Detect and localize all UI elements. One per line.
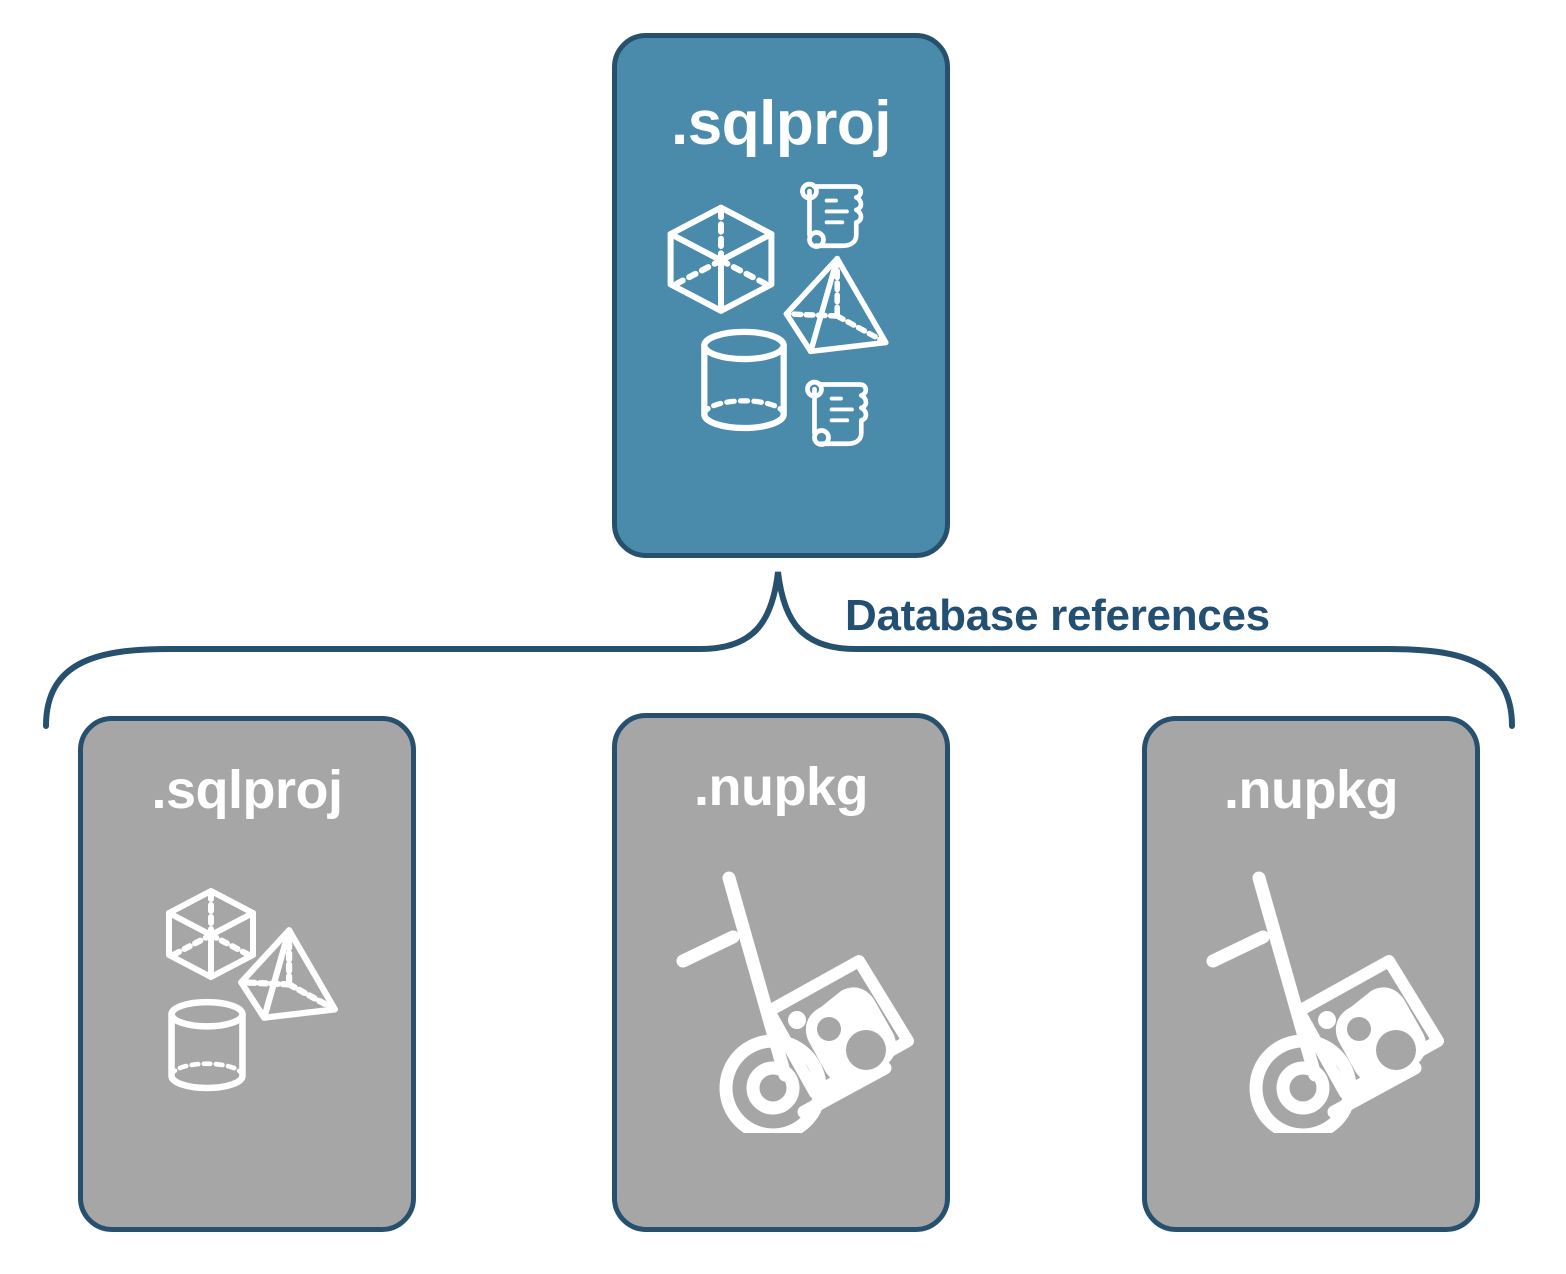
- node-title-root: .sqlproj: [671, 89, 891, 158]
- package-dots: [1318, 987, 1427, 1085]
- hand-truck-icon: [1193, 863, 1451, 1142]
- node-root-sqlproj[interactable]: .sqlproj: [612, 33, 950, 558]
- package-box-icon: [1293, 955, 1444, 1099]
- cylinder-icon: [165, 997, 249, 1095]
- hand-truck-icon: [663, 863, 921, 1142]
- cube-icon: [161, 883, 261, 983]
- node-child-nupkg-2[interactable]: .nupkg: [1142, 716, 1480, 1232]
- node-title-child-0: .sqlproj: [151, 760, 343, 820]
- node-child-nupkg-1[interactable]: .nupkg: [612, 713, 950, 1232]
- cube-icon: [661, 198, 781, 318]
- scroll-icon: [797, 172, 875, 254]
- node-title-child-1: .nupkg: [694, 757, 868, 817]
- bracket-path: [43, 571, 1515, 729]
- package-dots: [788, 987, 897, 1085]
- pyramid-icon: [235, 924, 339, 1024]
- node-title-child-2: .nupkg: [1224, 760, 1398, 820]
- node-child-sqlproj[interactable]: .sqlproj: [78, 716, 416, 1232]
- cylinder-icon: [697, 326, 791, 436]
- scroll-icon: [802, 370, 880, 452]
- pyramid-icon: [779, 252, 891, 358]
- package-box-icon: [763, 955, 914, 1099]
- edge-label-database-references: Database references: [845, 591, 1270, 640]
